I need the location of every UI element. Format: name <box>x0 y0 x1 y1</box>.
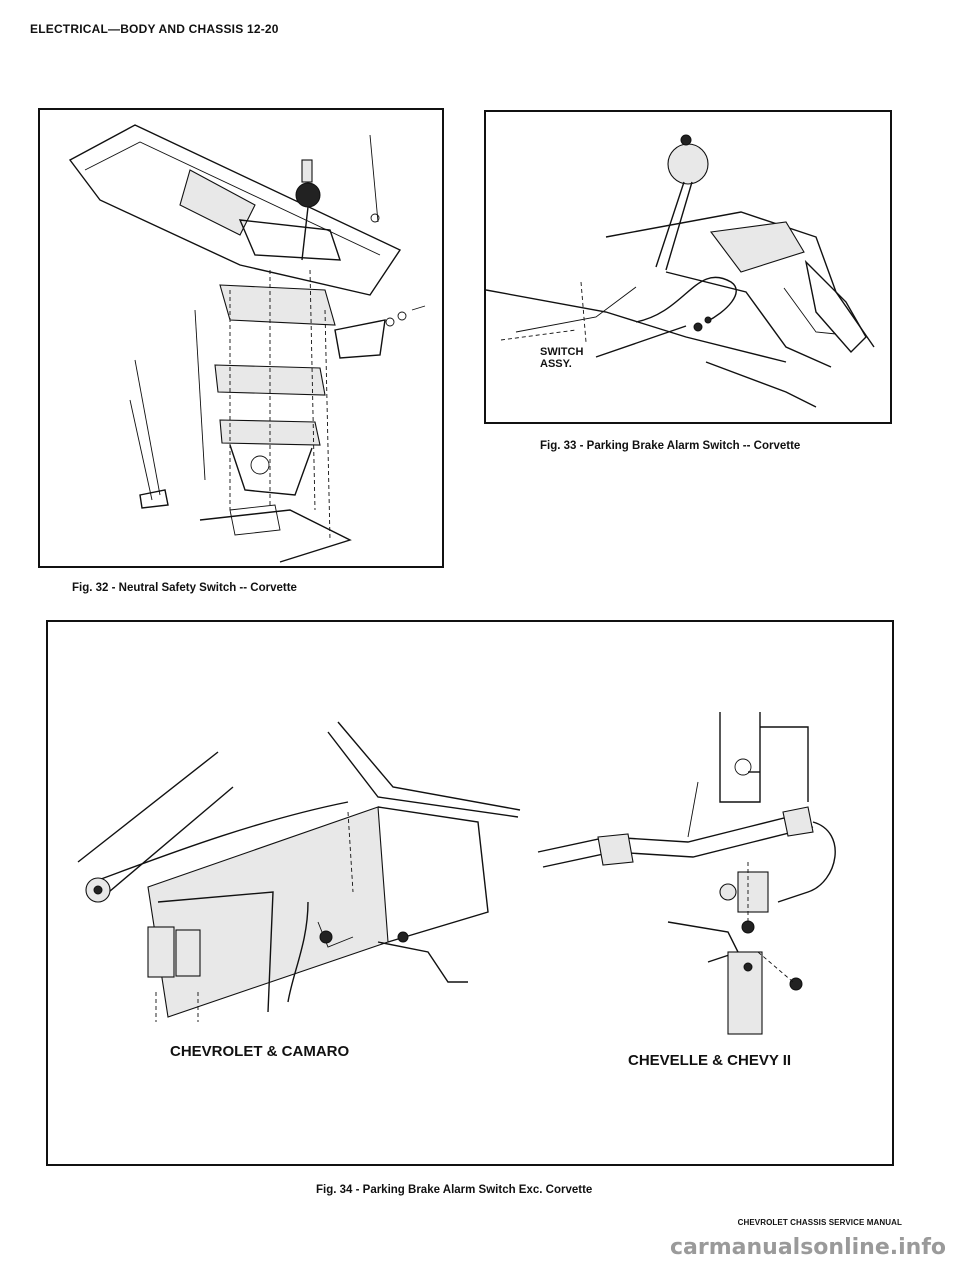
figure-32-frame <box>38 108 444 568</box>
chevelle-chevy-ii-label: CHEVELLE & CHEVY II <box>628 1052 792 1069</box>
parking-brake-alarm-illustration <box>77 712 836 1035</box>
watermark: carmanualsonline.info <box>670 1235 946 1260</box>
page-header: ELECTRICAL—BODY AND CHASSIS 12-20 <box>30 22 279 36</box>
chevrolet-camaro-label: CHEVROLET & CAMARO <box>170 1043 350 1060</box>
figure-32-caption: Fig. 32 - Neutral Safety Switch -- Corve… <box>72 582 297 594</box>
callout-line-1: SWITCH <box>540 346 584 358</box>
figure-34-caption: Fig. 34 - Parking Brake Alarm Switch Exc… <box>316 1184 593 1196</box>
corvette-parking-brake-illustration <box>486 134 875 408</box>
switch-assy-callout: SWITCH ASSY. <box>540 346 583 370</box>
figure-34-frame <box>46 620 894 1166</box>
neutral-safety-switch-illustration <box>68 124 426 563</box>
page-footer: CHEVROLET CHASSIS SERVICE MANUAL <box>737 1218 902 1227</box>
figure-33-caption: Fig. 33 - Parking Brake Alarm Switch -- … <box>540 440 801 452</box>
callout-line-2: ASSY. <box>540 358 572 370</box>
figure-33-frame <box>484 110 892 424</box>
